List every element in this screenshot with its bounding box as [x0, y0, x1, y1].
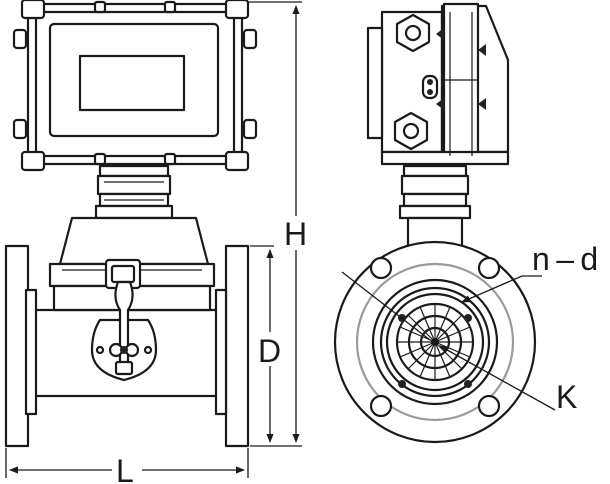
lcd-screen — [78, 54, 186, 112]
handle-valve — [90, 280, 158, 382]
meter-neck — [94, 164, 174, 220]
side-neck — [398, 164, 472, 252]
bolt-circle-label: K — [556, 379, 577, 415]
side-view: n – d K — [333, 2, 598, 444]
dimension-h: H — [248, 1, 307, 447]
bolt-hole-tr — [477, 256, 501, 280]
junction-box — [12, 0, 258, 172]
dimension-d: D — [250, 245, 281, 443]
display-window — [48, 22, 220, 138]
sensor-housing — [48, 216, 216, 312]
dimension-l-label: L — [116, 453, 134, 484]
cable-gland — [421, 74, 439, 100]
bolt-hole-br — [477, 394, 501, 418]
bolt-hole-tl — [369, 256, 393, 280]
side-junction-box — [366, 2, 510, 166]
hex-bolt-top — [395, 13, 431, 53]
dimension-l: L — [5, 448, 249, 484]
leader-lines: n – d K — [341, 241, 598, 415]
pipe-body — [4, 244, 250, 448]
dimension-h-label: H — [284, 216, 307, 252]
hex-bolt-bottom — [393, 111, 429, 151]
dimension-d-label: D — [258, 333, 281, 369]
bolt-holes-label: n – d — [532, 241, 598, 277]
bolt-hole-bl — [369, 394, 393, 418]
front-view: H D L — [4, 0, 307, 484]
bolt-circle — [355, 262, 515, 422]
